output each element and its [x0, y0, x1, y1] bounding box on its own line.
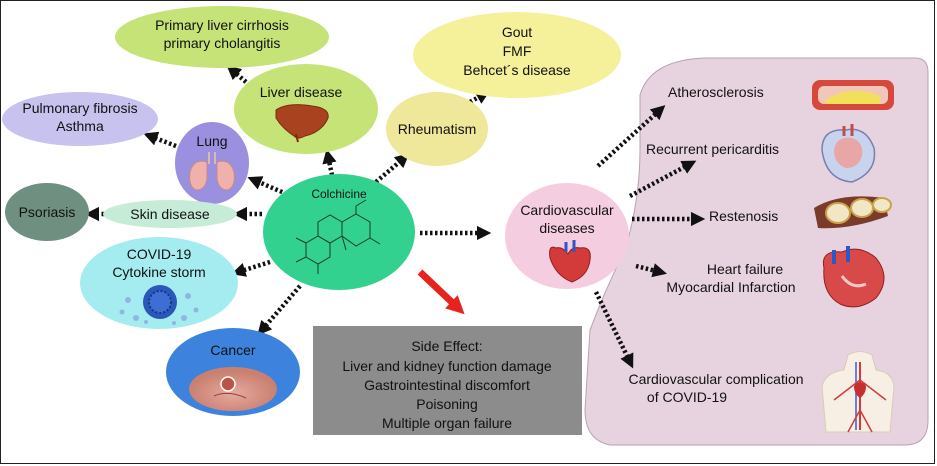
skin-disease-node: Skin disease — [103, 200, 237, 228]
colchicine-node: Colchicine — [263, 174, 415, 290]
arrow-to-lung-outcomes — [143, 131, 177, 149]
psoriasis-node: Psoriasis — [5, 183, 89, 241]
side-effect-item: Multiple organ failure — [382, 415, 512, 431]
restenosis-stent-icon — [814, 196, 892, 229]
covid-line1: COVID-19 — [127, 246, 192, 262]
pericardium-heart-icon — [821, 124, 876, 183]
side-effect-item: Liver and kidney function damage — [342, 358, 552, 374]
skin-disease-label: Skin disease — [130, 206, 210, 222]
arrow-to-heart-failure — [635, 263, 667, 278]
cardio-node: Cardiovascular diseases — [505, 183, 629, 289]
colchicine-label: Colchicine — [311, 187, 367, 201]
cardio-line1: Cardiovascular — [520, 202, 614, 218]
pericarditis-label: Recurrent pericarditis — [646, 141, 779, 157]
rheum-outcomes-node: Gout FMF Behcet´s disease — [413, 12, 621, 98]
psoriasis-label: Psoriasis — [19, 204, 76, 220]
covid-node: COVID-19 Cytokine storm — [80, 237, 238, 329]
side-effect-title: Side Effect: — [411, 338, 482, 354]
liver-disease-label: Liver disease — [260, 84, 343, 100]
liver-icon — [275, 104, 329, 139]
arrow-to-cancer — [257, 284, 302, 336]
lung-outcomes-line1: Pulmonary fibrosis — [22, 100, 137, 116]
body-circulation-icon — [821, 351, 895, 433]
cardio-line2: diseases — [539, 220, 594, 236]
liver-disease-node: Liver disease — [234, 64, 378, 154]
liver-outcomes-line1: Primary liver cirrhosis — [155, 17, 289, 33]
restenosis-label: Restenosis — [709, 208, 778, 224]
liver-outcomes-node: Primary liver cirrhosis primary cholangi… — [115, 6, 329, 68]
side-effect-arrow — [417, 269, 465, 315]
myocardial-infarction-label: Myocardial Infarction — [666, 279, 795, 295]
rheumatism-label: Rheumatism — [398, 121, 477, 137]
arrow-to-covid — [231, 259, 271, 277]
cytokine-storm-icon — [119, 285, 199, 325]
liver-outcomes-line2: primary cholangitis — [164, 35, 281, 51]
cv-covid-line2: of COVID-19 — [647, 389, 727, 405]
cancer-label: Cancer — [210, 342, 255, 358]
rheum-outcomes-line1: Gout — [502, 24, 532, 40]
heart-icon — [549, 240, 591, 283]
connector-arrows — [84, 65, 706, 369]
covid-line2: Cytokine storm — [112, 264, 205, 280]
arrow-to-rheumatism — [374, 153, 410, 184]
lung-outcomes-line2: Asthma — [56, 118, 104, 134]
cancer-node: Cancer — [166, 328, 300, 416]
lung-outcomes-node: Pulmonary fibrosis Asthma — [2, 92, 158, 146]
artery-plaque-icon — [812, 80, 894, 110]
rheum-outcomes-line2: FMF — [503, 43, 532, 59]
lungs-icon — [189, 152, 235, 191]
arrow-to-pericarditis — [628, 160, 697, 198]
arrow-to-atherosclerosis — [596, 105, 666, 168]
heart-failure-label: Heart failure — [707, 261, 783, 277]
molecule-structure-icon — [295, 199, 381, 274]
side-effect-item: Poisoning — [416, 396, 478, 412]
lung-label: Lung — [196, 133, 227, 149]
cv-covid-line1: Cardiovascular complication — [628, 371, 803, 387]
atherosclerosis-label: Atherosclerosis — [668, 84, 764, 100]
heart-failure-icon — [822, 246, 885, 308]
rheumatism-node: Rheumatism — [386, 92, 488, 166]
arrow-to-liver-disease — [322, 148, 337, 176]
rheum-outcomes-line3: Behcet´s disease — [463, 62, 571, 78]
side-effect-item: Gastrointestinal discomfort — [364, 377, 530, 393]
side-effect-box: Side Effect: Liver and kidney function d… — [313, 326, 582, 435]
arrow-to-liver-outcomes — [226, 65, 248, 84]
lung-node: Lung — [175, 122, 249, 204]
